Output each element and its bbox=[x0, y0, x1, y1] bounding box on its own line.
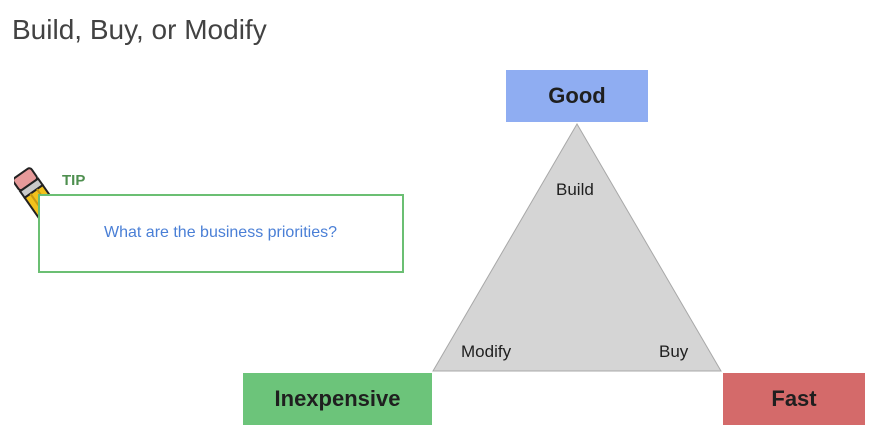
tip-box bbox=[38, 194, 404, 273]
tip-label: TIP bbox=[62, 172, 86, 189]
label-build: Build bbox=[556, 180, 594, 199]
corner-good: Good bbox=[506, 70, 648, 122]
slide-title: Build, Buy, or Modify bbox=[12, 14, 267, 45]
corner-fast: Fast bbox=[723, 373, 865, 425]
label-modify: Modify bbox=[461, 342, 512, 361]
triangle-shape bbox=[432, 123, 722, 372]
corner-inexpensive: Inexpensive bbox=[243, 373, 432, 425]
label-buy: Buy bbox=[659, 342, 689, 361]
tip-text: What are the business priorities? bbox=[104, 224, 337, 241]
